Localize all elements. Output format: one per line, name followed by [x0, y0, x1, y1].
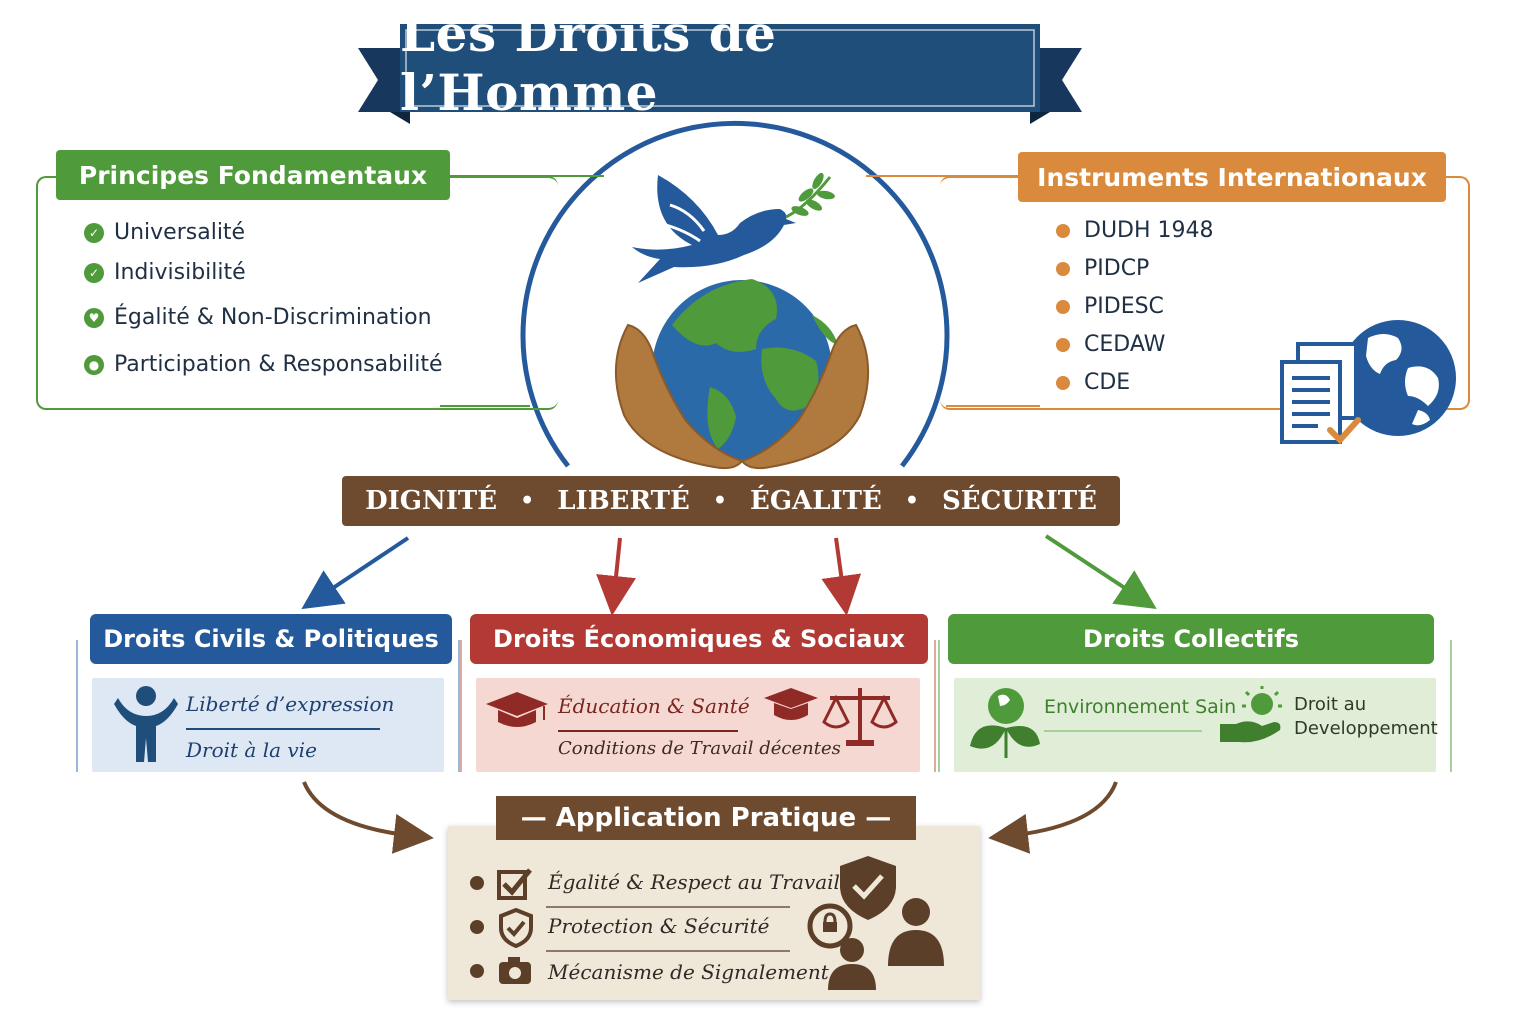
title-banner — [358, 24, 1082, 124]
people-icon: ● — [84, 354, 104, 375]
person-icon — [114, 686, 178, 762]
principle-item: ♥Égalité & Non-Discrimination — [84, 305, 432, 330]
bullet-icon — [1056, 337, 1070, 352]
value-egalite: ÉGALITÉ — [750, 486, 882, 516]
documents-globe-icon — [1280, 320, 1456, 445]
separator-dot: • — [520, 488, 535, 514]
bullet-icon — [1056, 375, 1070, 390]
economic-frame — [460, 640, 936, 772]
bullet-icon — [470, 920, 484, 934]
application-item: Mécanisme de Signalement — [548, 960, 829, 984]
economic-item: Éducation & Santé — [558, 694, 750, 718]
instrument-item: CDE — [1056, 370, 1130, 395]
collective-frame — [938, 640, 1452, 772]
heart-icon: ♥ — [84, 307, 104, 328]
application-divider — [546, 950, 790, 952]
globe-emblem — [615, 172, 869, 470]
bullet-icon — [470, 876, 484, 890]
application-item: Égalité & Respect au Travail — [548, 870, 840, 894]
shield-people-icon — [807, 856, 944, 990]
value-securite: SÉCURITÉ — [942, 486, 1097, 516]
camera-alert-icon — [499, 957, 531, 984]
value-dignite: DIGNITÉ — [365, 486, 498, 516]
graduation-cap-icon — [486, 692, 548, 727]
values-bar: DIGNITÉ • LIBERTÉ • ÉGALITÉ • SÉCURITÉ — [342, 476, 1120, 526]
economic-heading: Droits Économiques & Sociaux — [470, 614, 928, 664]
civil-item: Droit à la vie — [186, 738, 317, 762]
check-icon: ✓ — [84, 222, 104, 243]
civil-frame — [76, 640, 460, 772]
leaf-globe-icon — [970, 688, 1040, 758]
civil-divider — [186, 728, 380, 730]
olive-branch-icon — [785, 172, 835, 219]
economic-item: Conditions de Travail décentes — [558, 738, 841, 759]
hand-sun-icon — [1220, 686, 1282, 743]
application-divider — [546, 906, 790, 908]
collective-item: Droit au — [1294, 694, 1367, 715]
collective-divider — [1044, 730, 1202, 732]
collective-item: Developpement — [1294, 718, 1438, 739]
instruments-heading: Instruments Internationaux — [1018, 152, 1446, 202]
collective-heading: Droits Collectifs — [948, 614, 1434, 664]
application-item: Protection & Sécurité — [548, 914, 770, 938]
dove-icon — [632, 175, 796, 283]
principle-item: ✓Indivisibilité — [84, 260, 246, 285]
graduation-cap-icon — [764, 688, 818, 720]
bullet-icon — [1056, 299, 1070, 314]
application-card — [448, 826, 980, 1000]
instrument-item: PIDCP — [1056, 256, 1149, 281]
collective-panel — [954, 678, 1436, 772]
globe-icon — [652, 279, 838, 460]
bullet-icon — [1056, 261, 1070, 276]
principle-item: ✓Universalité — [84, 220, 245, 245]
bullet-icon — [470, 964, 484, 978]
economic-divider — [558, 730, 738, 732]
application-heading: — Application Pratique — — [496, 796, 916, 840]
civil-heading: Droits Civils & Politiques — [90, 614, 452, 664]
principles-heading: Principes Fondamentaux — [56, 150, 450, 200]
value-liberte: LIBERTÉ — [557, 486, 690, 516]
checkbox-icon — [497, 868, 532, 900]
shield-check-icon — [499, 907, 533, 949]
collective-item: Environnement Sain — [1044, 696, 1237, 718]
civil-item: Liberté d’expression — [186, 692, 395, 716]
scales-icon — [822, 688, 898, 746]
principle-item: ●Participation & Responsabilité — [84, 352, 443, 377]
separator-dot: • — [904, 488, 919, 514]
instrument-item: DUDH 1948 — [1056, 218, 1214, 243]
separator-dot: • — [712, 488, 727, 514]
instrument-item: PIDESC — [1056, 294, 1164, 319]
hands-icon — [615, 323, 869, 470]
bullet-icon — [1056, 223, 1070, 238]
instrument-item: CEDAW — [1056, 332, 1165, 357]
check-icon: ✓ — [84, 262, 104, 283]
